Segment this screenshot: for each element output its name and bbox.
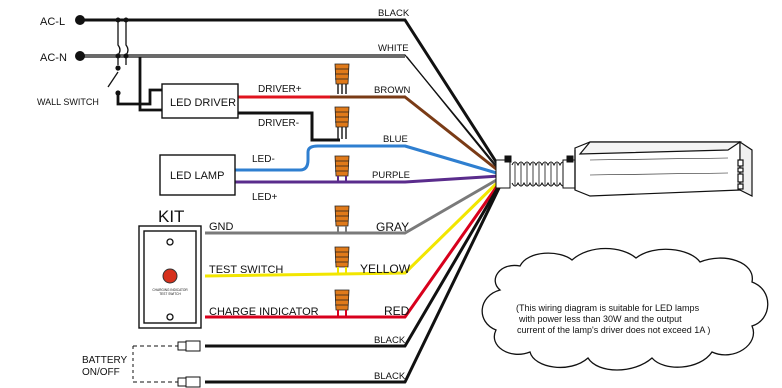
wire-nut-purple — [334, 155, 350, 182]
kit-label: KIT — [158, 207, 184, 226]
wire-label-black-1: BLACK — [378, 8, 410, 19]
wire-nut-red — [334, 289, 350, 317]
panel-screw-bottom — [166, 313, 174, 321]
note-line-1: (This wiring diagram is suitable for LED… — [516, 303, 700, 313]
led-minus-label: LED- — [252, 154, 275, 165]
flex-conduit — [495, 155, 576, 189]
note-line-2: with power less than 30W and the output — [518, 314, 682, 324]
wire-blue — [403, 144, 502, 176]
panel-text-1: CHARGING INDICATOR — [152, 288, 188, 292]
battery-connectors — [132, 340, 201, 388]
wire-label-white: WHITE — [378, 43, 409, 54]
charge-indicator-label: CHARGE INDICATOR — [209, 306, 319, 318]
wire-white-inner — [406, 56, 501, 173]
note-cloud — [481, 247, 769, 371]
wire-red — [403, 180, 502, 319]
wire-label-blue: BLUE — [383, 134, 408, 145]
wire-label-black-3: BLACK — [374, 371, 406, 382]
wire-label-brown: BROWN — [374, 85, 411, 96]
led-driver-box — [161, 83, 239, 119]
wire-black-mid — [403, 182, 502, 348]
gnd-label: GND — [209, 221, 234, 233]
on-off-label: ON/OFF — [82, 367, 120, 378]
wire-nut-yellow — [334, 246, 350, 274]
panel-screw-top — [166, 238, 174, 246]
ac-l-terminal — [75, 15, 85, 25]
driver-minus-label: DRIVER- — [258, 118, 299, 129]
wire-nut-blue — [334, 106, 350, 139]
ac-n-label: AC-N — [40, 52, 67, 64]
wire-brown — [403, 95, 502, 174]
ac-n-terminal — [75, 51, 85, 61]
wire-nut-gray — [334, 205, 350, 233]
wire-black-bottom — [403, 184, 502, 384]
switch-contact-bottom — [115, 90, 121, 96]
wire-label-gray: GRAY — [376, 220, 409, 234]
fan-wires — [403, 18, 502, 384]
switch-contact-top — [115, 65, 121, 71]
charging-indicator-test-switch-button[interactable] — [162, 268, 178, 284]
led-plus-label: LED+ — [252, 192, 277, 203]
wire-purple — [403, 174, 502, 184]
note-line-3: current of the lamp's driver does not ex… — [517, 325, 710, 335]
led-lamp-box — [159, 154, 236, 196]
wire-gray — [403, 176, 502, 235]
driver-plus-label: DRIVER+ — [258, 84, 302, 95]
emergency-driver-module — [574, 140, 753, 197]
wire-nut-brown — [334, 63, 350, 94]
wire-label-purple: PURPLE — [372, 170, 410, 181]
panel-text-2: TEST SWITCH — [159, 292, 181, 296]
wire-label-yellow: YELLOW — [360, 262, 411, 276]
wire-label-red: RED — [384, 304, 410, 318]
battery-label: BATTERY — [82, 355, 128, 366]
wire-yellow — [403, 178, 502, 275]
ac-l-label: AC-L — [40, 16, 65, 28]
wire-label-black-2: BLACK — [374, 335, 406, 346]
horizontal-wires — [80, 18, 406, 384]
test-switch-label: TEST SWITCH — [209, 264, 283, 276]
wire-black-top — [403, 18, 502, 170]
wire-nuts — [334, 63, 350, 317]
wall-switch-label: WALL SWITCH — [37, 97, 99, 107]
led-driver-label: LED DRIVER — [170, 97, 236, 109]
led-lamp-label: LED LAMP — [170, 170, 224, 182]
terminal-dots — [75, 15, 129, 96]
